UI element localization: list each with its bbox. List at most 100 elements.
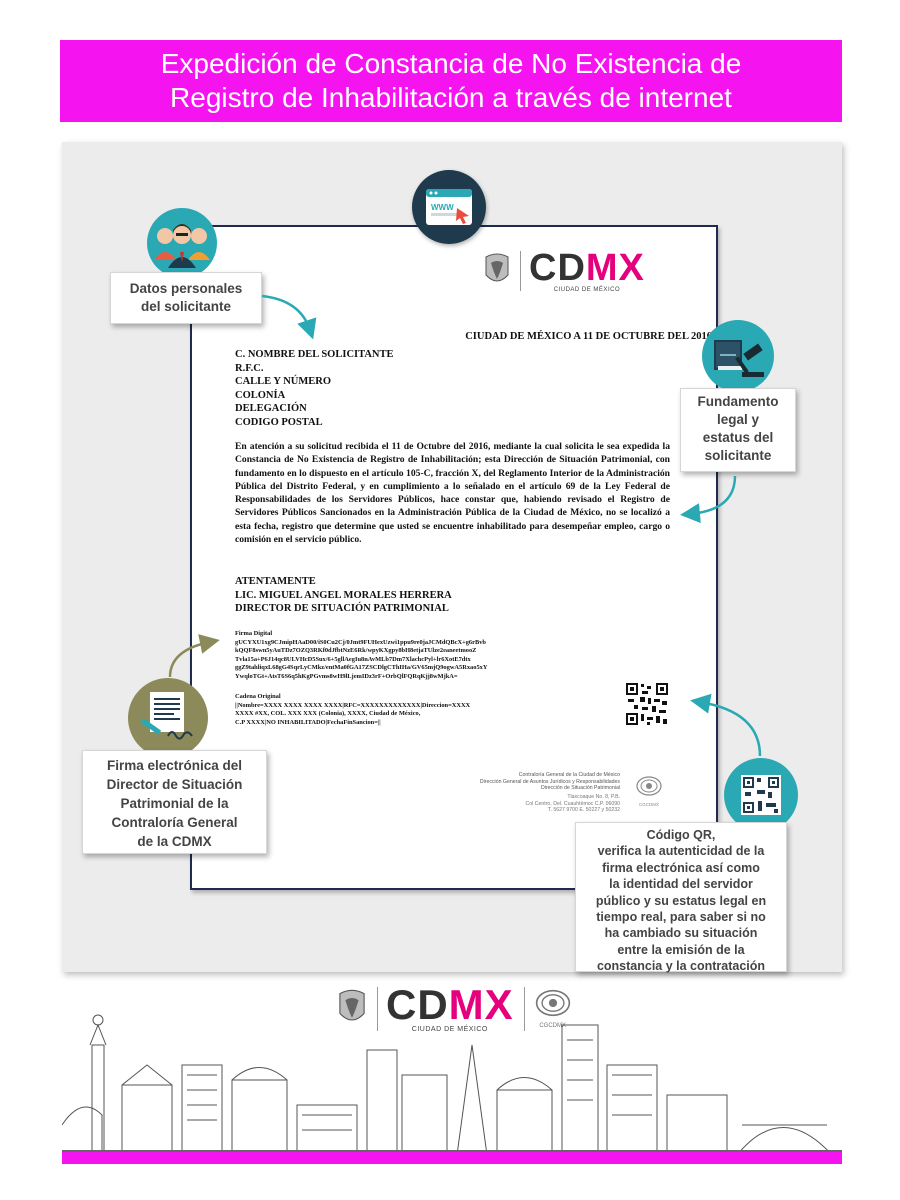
logo-divider [523,986,525,1031]
signature-block: ATENTAMENTE LIC. MIGUEL ANGEL MORALES HE… [235,575,452,616]
logo-mx: MX [448,981,514,1028]
coat-of-arms-icon [485,253,509,282]
logo-cd: CD [529,247,586,289]
recipient-street: CALLE Y NÚMERO [235,376,332,387]
address-footer: Tlaxcoaque No. 8, P.B. Col Centro, Del. … [462,794,620,814]
svg-text:WWW: WWW [431,203,454,212]
signature-name: LIC. MIGUEL ANGEL MORALES HERRERA [235,589,452,601]
callout-qr-line: público y su estatus legal en [595,893,767,908]
logo-cd: CD [386,981,449,1028]
document-pen-icon [140,692,193,740]
cadena-original-block: Cadena Original ||Nombre=XXXX XXXX XXXX … [235,693,470,727]
people-icon [154,224,210,268]
callout-firma-line: de la CDMX [137,834,212,849]
page-header: Expedición de Constancia de No Existenci… [60,40,842,122]
bottom-pink-bar [62,1152,842,1164]
firma-line: ggZ9tahliqxL68gG4SqrLyCMkz/entMa0fGA17ZS… [235,664,488,672]
footer-line: Dirección de Situación Patrimonial [540,785,620,792]
firma-line: kQQF8swn5yAuTDz7OZQ3RKf0dJfbtNzE6Rk/wpyK… [235,647,477,655]
recipient-name: C. NOMBRE DEL SOLICITANTE [235,349,394,360]
callout-fundamento-line: estatus del [702,430,774,445]
recipient-cp: CODIGO POSTAL [235,416,323,428]
address-line: Tlaxcoaque No. 8, P.B. [567,794,620,800]
logo-mx: MX [585,247,645,289]
people-circle [147,208,217,278]
header-title-line2: Registro de Inhabilitación a través de i… [170,82,732,113]
address-line: T. 5627 9700 E. 50227 y 50232 [547,807,620,814]
callout-qr-line: Código QR, [646,828,716,842]
arrow-fundamento [680,475,737,524]
callout-codigo-qr: Código QR, verifica la autenticidad de l… [575,822,787,974]
arrow-datos [261,294,317,340]
callout-qr-line: firma electrónica así como [602,860,760,875]
firma-line: YwqloTGt+AtsT6S6q5hKgPGvms8wH9lLjemIDz3r… [235,672,458,680]
signature-title: DIRECTOR DE SITUACIÓN PATRIMONIAL [235,603,449,614]
cadena-label: Cadena Original [235,693,281,700]
body-paragraph: En atención a su solicitud recibida el 1… [235,441,670,546]
header-title-line1: Expedición de Constancia de No Existenci… [160,48,742,79]
callout-fundamento-line: legal y [716,412,760,427]
callout-firma-electronica: Firma electrónica del Director de Situac… [82,750,267,854]
callout-fundamento-line: Fundamento [697,394,779,409]
logo-divider [520,251,521,291]
browser-circle: WWW [412,170,486,244]
callout-datos-line: Datos personales [129,281,243,296]
qr-circle [724,758,798,832]
callout-fundamento-line: solicitante [704,448,772,463]
browser-window-icon: WWW [426,189,472,225]
document-qr-code [625,682,669,726]
cdmx-logo: CDMX CIUDAD DE MÉXICO [482,249,645,293]
firma-line: gUCYXU1xg9CJmipHAaD00/iS0Cu2Cj/0Jmt9FUHe… [235,638,486,646]
cgcdmx-label: CGCDMX [639,802,659,807]
logo-subtitle: CIUDAD DE MÉXICO [553,287,621,293]
firma-digital-block: Firma Digital gUCYXU1xg9CJmipHAaD00/iS0C… [235,630,487,682]
constancia-document: CDMX CIUDAD DE MÉXICO CIUDAD DE MÉXICO A… [190,225,718,890]
callout-fundamento: Fundamento legal y estatus del solicitan… [680,388,796,472]
callout-qr-line: tiempo real, para saber si no [596,910,766,925]
footer-line: Contraloría General de la Ciudad de Méxi… [518,772,620,778]
address-line: Col Centro, Del. Cuauhtémoc C.P. 06090 [525,800,620,807]
footer-line: Dirección General de Asuntos Jurídicos y… [479,778,620,785]
qr-code-icon [741,775,781,815]
signature-atentamente: ATENTAMENTE [235,576,316,587]
cdmx-wordmark: CDMX CIUDAD DE MÉXICO [529,249,645,293]
callout-datos-line: del solicitante [140,299,232,314]
coat-of-arms-icon [339,989,365,1021]
date-line: CIUDAD DE MÉXICO A 11 DE OCTUBRE DEL 201… [465,331,712,342]
cdmx-wordmark: CDMX CIUDAD DE MÉXICO [386,981,514,1034]
logo-subtitle: CIUDAD DE MÉXICO [411,1026,488,1033]
callout-firma-line: Director de Situación [106,777,243,792]
firma-line: Tvla15a+P6J14qc8ULVHcD5Sux/6+5gllAegIu8n… [235,655,471,663]
signature-circle [128,678,208,758]
contraloria-footer: Contraloría General de la Ciudad de Méxi… [462,772,620,792]
recipient-colonia: COLONÍA [235,389,286,401]
law-circle [702,320,774,392]
cgcdmx-logo: CGCDMX [535,988,571,1029]
recipient-rfc: R.F.C. [235,362,264,374]
eye-logo-icon [535,989,570,1017]
connector-arrows [168,294,762,757]
recipient-block: C. NOMBRE DEL SOLICITANTE R.F.C. CALLE Y… [235,348,394,429]
callout-firma-line: Contraloría General [111,815,238,830]
city-skyline-illustration [62,1014,842,1155]
callout-qr-line: verifica la autenticidad de la [597,844,765,859]
bottom-cdmx-logo: CDMX CIUDAD DE MÉXICO CGCDMX [335,984,571,1033]
callout-qr-line: la identidad del servidor [609,877,753,892]
callout-firma-line: Patrimonial de la [120,796,229,811]
callout-qr-line: ha cambiado su situación [604,926,758,941]
callout-datos-personales: Datos personales del solicitante [110,272,262,324]
logo-divider [377,986,378,1031]
cadena-line: ||Nombre=XXXX XXXX XXXX XXXX|RFC=XXXXXXX… [235,701,471,709]
callout-qr-line: entre la emisión de la [617,942,745,957]
cadena-line: XXXX #XX, COL. XXX XXX (Colonia), XXXX, … [235,710,421,718]
gavel-book-icon [714,340,764,377]
cgcdmx-label: CGCDMX [539,1023,566,1029]
recipient-delegacion: DELEGACIÓN [235,403,307,414]
arrow-firma [168,634,220,678]
eye-logo-icon [636,776,662,796]
arrow-qr [690,693,762,757]
callout-qr-line: constancia y la contratación [596,959,766,974]
cadena-line: C.P XXXX|NO INHABILITADO|FechaFinSancion… [235,718,381,726]
callout-firma-line: Firma electrónica del [106,758,243,773]
cgcdmx-logo: CGCDMX [632,775,666,807]
